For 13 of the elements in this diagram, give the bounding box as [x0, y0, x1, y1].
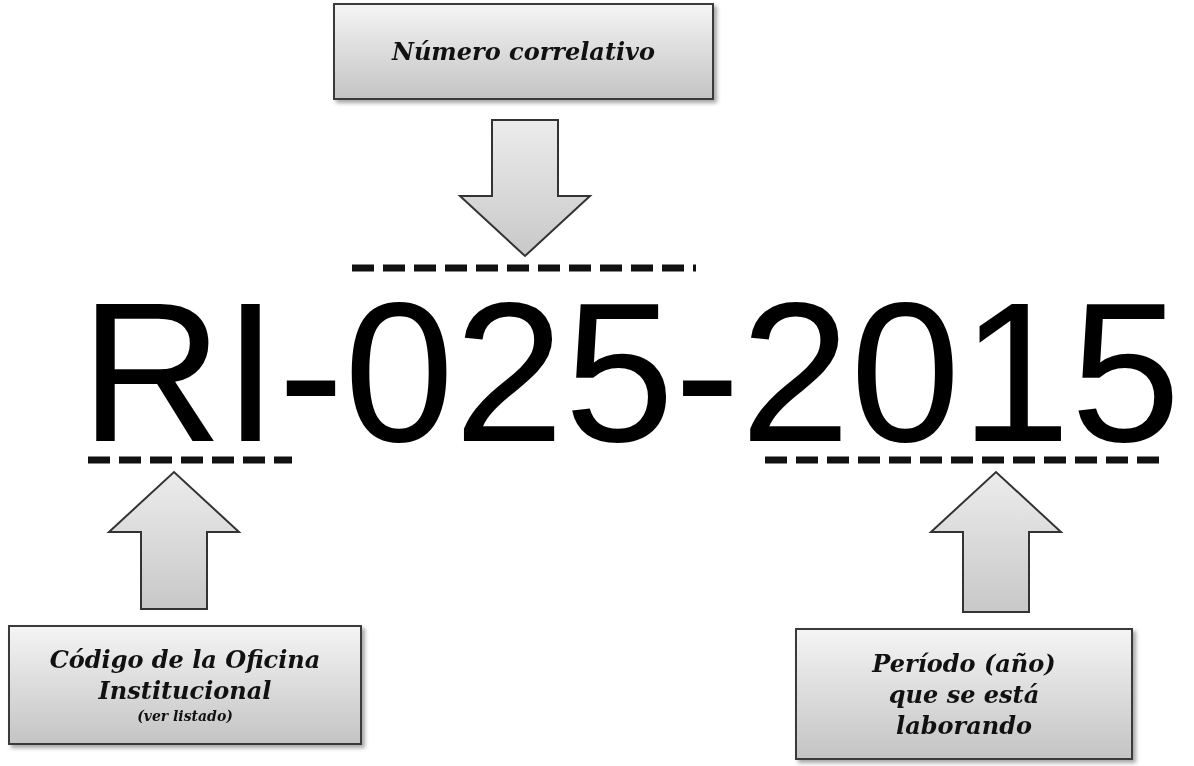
label-box [795, 628, 1133, 760]
label-box [333, 3, 714, 100]
box-title: Período (año) que se está laborando [870, 647, 1057, 741]
box-note: (ver listado) [137, 707, 233, 726]
box-title: Número correlativo [391, 36, 656, 67]
dashed-underline [352, 262, 696, 274]
box-title: Código de la Oficina Institucional [48, 644, 322, 706]
code-number: RI-025-2015 [80, 274, 1181, 472]
dashed-underline [88, 454, 292, 466]
block-arrow [457, 119, 593, 258]
block-arrow [106, 470, 242, 610]
block-arrow [928, 470, 1064, 613]
label-box [8, 625, 362, 745]
